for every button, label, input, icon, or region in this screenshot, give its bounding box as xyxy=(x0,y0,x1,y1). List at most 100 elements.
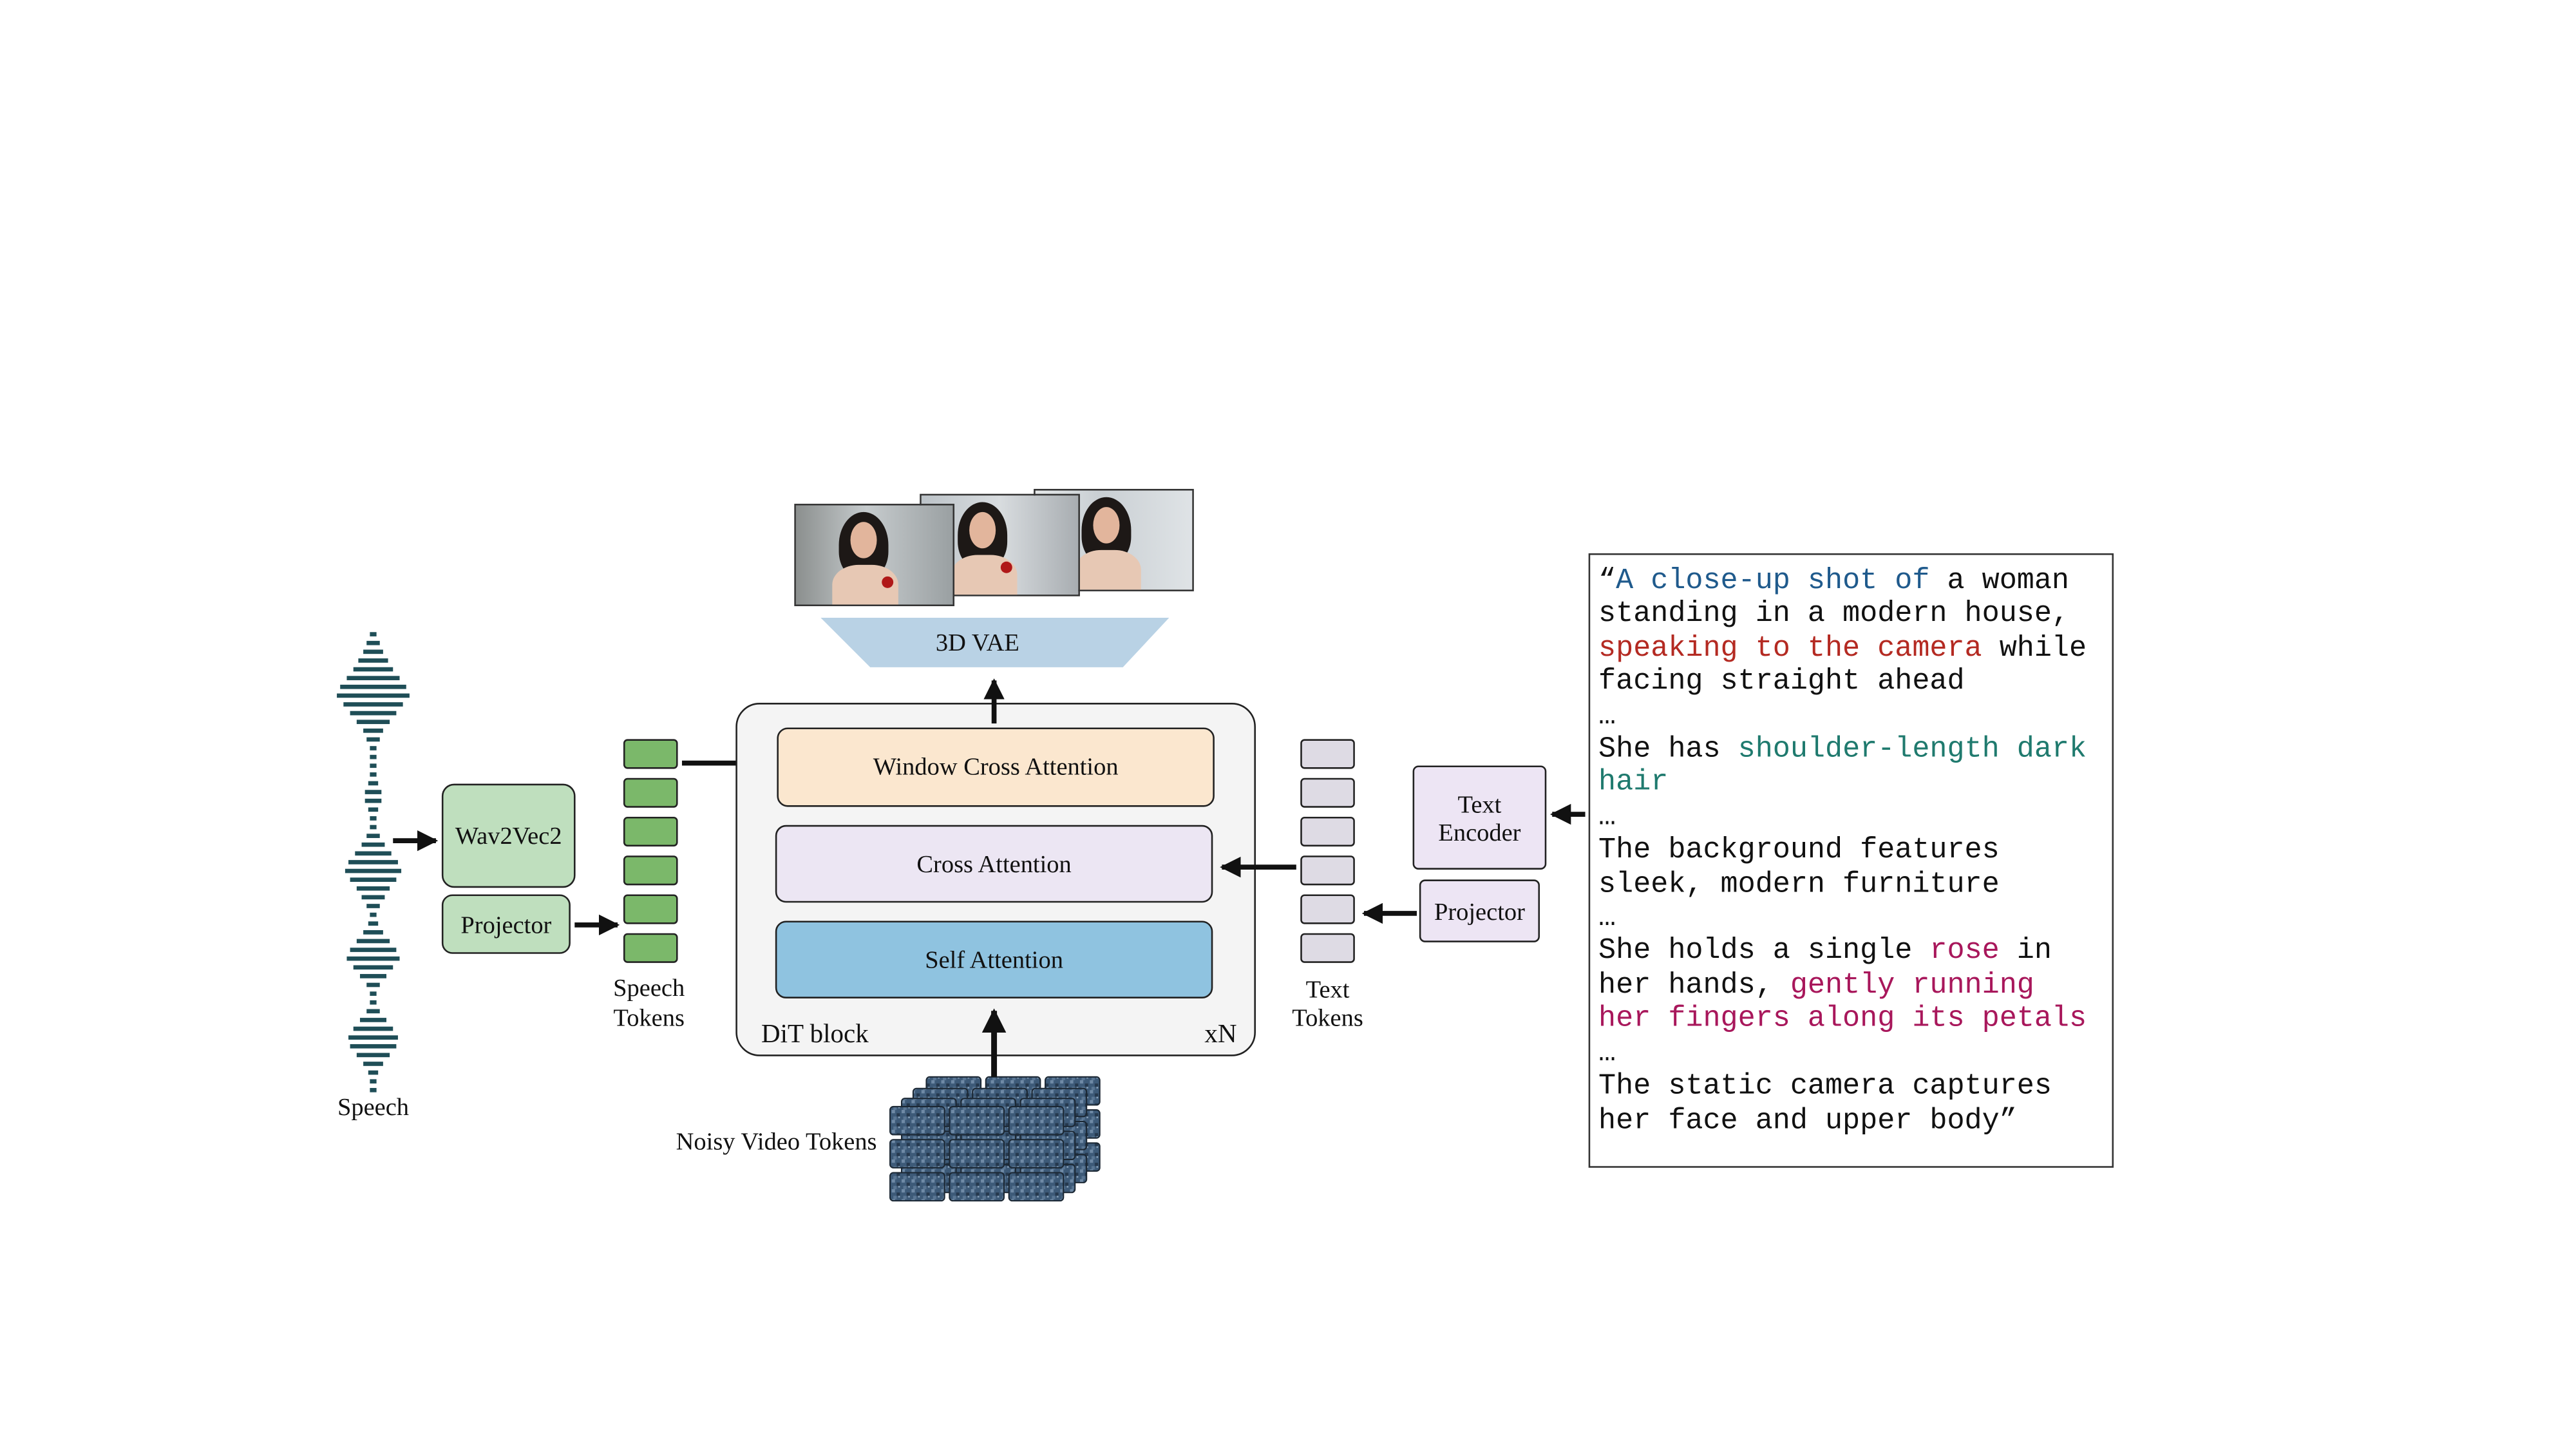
waveform-bar xyxy=(365,790,382,794)
waveform-bar xyxy=(346,956,400,961)
woman-torso xyxy=(1075,549,1141,590)
text-token xyxy=(1300,816,1355,847)
waveform-bar xyxy=(348,1035,398,1040)
waveform-bar xyxy=(365,798,382,803)
waveform-bar xyxy=(368,781,379,786)
rose xyxy=(882,576,894,588)
waveform-bar xyxy=(356,1053,390,1058)
video-token xyxy=(1008,1172,1065,1202)
text-token xyxy=(1300,855,1355,886)
prompt-segment: shoulder-length dark hair xyxy=(1598,733,2087,801)
dit-block-label: DiT block xyxy=(761,1018,869,1048)
waveform-bar xyxy=(368,921,379,926)
waveform-bar xyxy=(355,851,392,856)
speech-token xyxy=(623,816,678,847)
waveform-bar xyxy=(363,728,383,733)
waveform-bar xyxy=(363,1062,383,1066)
waveform-bar xyxy=(337,693,410,698)
woman-face xyxy=(969,511,996,549)
text-projector-module: Projector xyxy=(1419,879,1540,942)
waveform-bar xyxy=(370,1087,377,1092)
speech-projector-module: Projector xyxy=(441,894,571,954)
speech-projector-label: Projector xyxy=(460,912,551,939)
woman-torso xyxy=(951,555,1018,595)
prompt-segment: gently running her fingers along its pet… xyxy=(1598,969,2087,1036)
waveform-bar xyxy=(363,649,383,654)
waveform-bar xyxy=(359,1018,386,1022)
prompt-segment: “ xyxy=(1598,564,1616,598)
waveform-bar xyxy=(356,720,390,725)
waveform-bar xyxy=(368,807,379,812)
waveform-bar xyxy=(350,711,397,716)
waveform-bar xyxy=(359,974,386,978)
text-projector-label: Projector xyxy=(1434,899,1525,926)
waveform-bar xyxy=(366,640,380,645)
text-tokens xyxy=(1300,739,1355,963)
speech-token xyxy=(623,777,678,808)
speech-tokens xyxy=(623,739,678,963)
waveform-bar xyxy=(370,746,377,750)
woman-face xyxy=(850,522,877,558)
vae-label: 3D VAE xyxy=(936,629,1019,656)
prompt-segment: rose xyxy=(1929,935,2000,969)
video-token xyxy=(949,1139,1005,1169)
prompt-segment: A close-up shot of xyxy=(1616,564,1930,598)
waveform-bar xyxy=(361,895,385,900)
waveform-bar xyxy=(370,763,377,768)
waveform-bar xyxy=(370,991,377,996)
prompt-segment: … The background features sleek, modern … xyxy=(1598,801,2000,969)
waveform-bar xyxy=(366,904,380,908)
text-token xyxy=(1300,777,1355,808)
waveform-bar xyxy=(370,912,377,917)
waveform-bar xyxy=(345,868,402,873)
repeat-label: xN xyxy=(1204,1018,1236,1048)
waveform-bar xyxy=(350,1044,397,1049)
vae-module: 3D VAE xyxy=(820,617,1170,667)
video-token xyxy=(889,1105,945,1136)
text-encoder-label-line1: Text xyxy=(1458,792,1502,819)
video-token xyxy=(1008,1105,1065,1136)
waveform-bar xyxy=(370,1079,377,1084)
speech-tokens-label-line1: Speech xyxy=(613,975,685,1002)
waveform-bar xyxy=(366,1009,380,1014)
woman-face xyxy=(1093,507,1120,544)
waveform-bar xyxy=(366,834,380,838)
prompt-text: “A close-up shot of a woman standing in … xyxy=(1598,565,2114,1138)
waveform-bar xyxy=(353,1026,393,1031)
noisy-video-tokens xyxy=(889,1076,1101,1202)
text-encoder-label-line2: Encoder xyxy=(1438,819,1520,846)
waveform-bar xyxy=(363,930,383,935)
waveform-bar xyxy=(348,860,398,864)
speech-label: Speech xyxy=(337,1094,409,1121)
text-encoder-module: Text Encoder xyxy=(1412,765,1547,870)
video-token xyxy=(889,1139,945,1169)
waveform-bar xyxy=(361,842,385,847)
speech-token xyxy=(623,739,678,769)
video-token xyxy=(1008,1139,1065,1169)
self-attention-module: Self Attention xyxy=(775,921,1213,998)
cross-attention-module: Cross Attention xyxy=(775,825,1213,903)
text-token xyxy=(1300,933,1355,963)
self-attention-label: Self Attention xyxy=(925,947,1063,974)
cross-attention-label: Cross Attention xyxy=(916,851,1071,878)
prompt-segment: a woman standing in a modern house, xyxy=(1598,564,2070,632)
prompt-segment: speaking to the camera xyxy=(1598,632,1982,665)
video-token xyxy=(949,1172,1005,1202)
rose xyxy=(1000,561,1012,573)
speech-token xyxy=(623,894,678,924)
waveform-bar xyxy=(358,658,388,663)
prompt-text-box: “A close-up shot of a woman standing in … xyxy=(1588,553,2114,1168)
waveform-bar xyxy=(340,684,406,689)
waveform-bar xyxy=(353,667,393,672)
speech-tokens-label-line2: Tokens xyxy=(613,1004,685,1031)
text-token xyxy=(1300,894,1355,924)
text-tokens-label-line2: Tokens xyxy=(1292,1004,1363,1031)
waveform-bar xyxy=(370,1000,377,1005)
waveform-bar xyxy=(370,772,377,777)
speech-token xyxy=(623,933,678,963)
waveform-bar xyxy=(368,1070,379,1075)
waveform-bar xyxy=(350,948,397,952)
prompt-segment: while facing straight ahead … She has xyxy=(1598,632,2087,767)
waveform-bar xyxy=(366,737,380,742)
